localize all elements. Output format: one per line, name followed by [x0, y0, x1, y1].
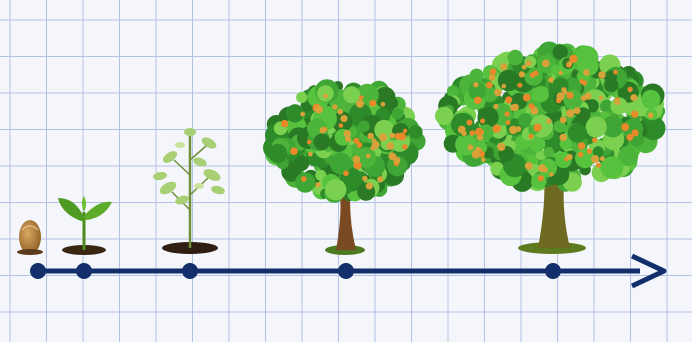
timeline-point	[30, 263, 46, 279]
seed-icon	[17, 220, 43, 255]
timeline-axis	[30, 256, 664, 286]
young-fruit-tree-icon	[263, 79, 426, 255]
timeline-point	[338, 263, 354, 279]
sprout-icon	[58, 196, 112, 255]
timeline-point	[76, 263, 92, 279]
seedling-icon	[152, 128, 225, 254]
young-tree-foliage	[263, 79, 426, 203]
timeline-point	[182, 263, 198, 279]
timeline-point	[545, 263, 561, 279]
